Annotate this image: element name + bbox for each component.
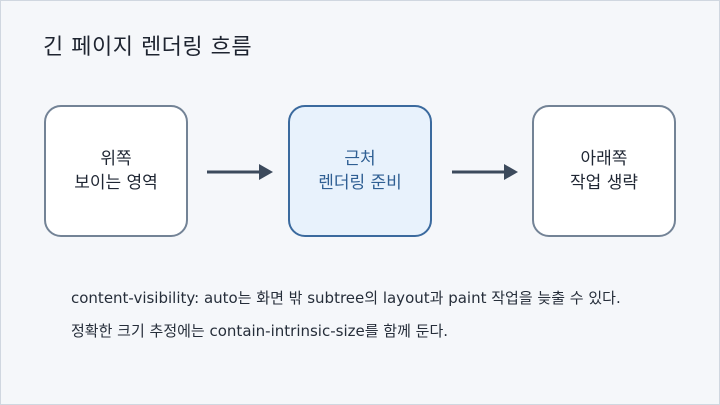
node-below-skip: 아래쪽 작업 생략	[532, 105, 676, 237]
diagram-title: 긴 페이지 렌더링 흐름	[43, 35, 253, 60]
node-below-label-1: 아래쪽	[580, 149, 628, 169]
node-above-visible: 위쪽 보이는 영역	[44, 105, 188, 237]
node-below-label-2: 작업 생략	[570, 173, 638, 193]
node-above-label-1: 위쪽	[100, 149, 132, 169]
arrow-icon-2	[452, 164, 518, 180]
arrow-icon-1	[207, 164, 273, 180]
node-nearby-prepare: 근처 렌더링 준비	[288, 105, 432, 237]
caption-line-1: content-visibility: auto는 화면 밖 subtree의 …	[71, 289, 621, 307]
node-nearby-label-1: 근처	[344, 149, 376, 169]
caption-line-2: 정확한 크기 추정에는 contain-intrinsic-size를 함께 둔…	[71, 322, 449, 340]
node-nearby-label-2: 렌더링 준비	[318, 173, 402, 193]
node-above-label-2: 보이는 영역	[74, 173, 158, 193]
